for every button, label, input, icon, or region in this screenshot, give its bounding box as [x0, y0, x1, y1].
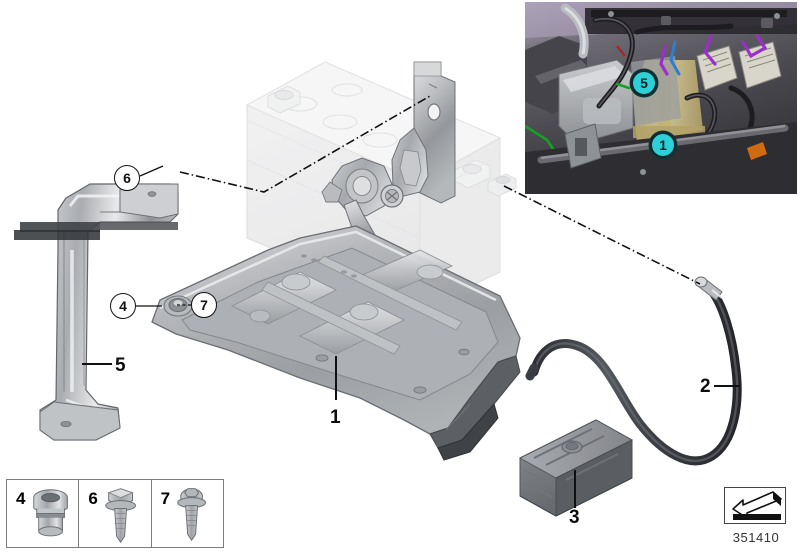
callout-number-3: 3: [569, 507, 580, 528]
callout-number-1: 1: [330, 407, 341, 428]
legend-item-4: 4: [7, 480, 80, 547]
photo-callout-5: 5: [631, 70, 657, 96]
leader-lines: [82, 95, 740, 508]
hold-down-bracket: [14, 183, 179, 441]
callout-bubble-6: 6: [114, 165, 140, 191]
legend-number-4: 4: [16, 489, 26, 508]
vent-hose: [525, 276, 742, 466]
legend-number-7: 7: [160, 489, 171, 508]
grommet-bushing-icon: [33, 489, 68, 537]
orientation-icon-box: [724, 487, 786, 524]
battery-tray: [151, 225, 521, 461]
callout-number-2: 2: [700, 376, 711, 397]
callout-number-5: 5: [115, 355, 126, 376]
callout-bubble-7: 7: [191, 292, 217, 318]
inset-photo-artwork: [525, 2, 797, 194]
torx-flange-screw-icon: [176, 488, 206, 542]
legend-item-7: 7: [152, 480, 223, 547]
engine-bay-photo-inset: [525, 2, 797, 194]
photo-callout-1: 1: [650, 132, 676, 158]
legend-item-6: 6: [79, 480, 152, 547]
diagram-id-label: 351410: [732, 530, 780, 545]
legend-number-6: 6: [88, 489, 98, 508]
hex-flange-bolt-icon: [105, 488, 137, 544]
callout-bubble-4: 4: [110, 293, 136, 319]
direction-arrow-icon: [732, 491, 782, 520]
hardware-legend: 4 6: [6, 479, 224, 548]
